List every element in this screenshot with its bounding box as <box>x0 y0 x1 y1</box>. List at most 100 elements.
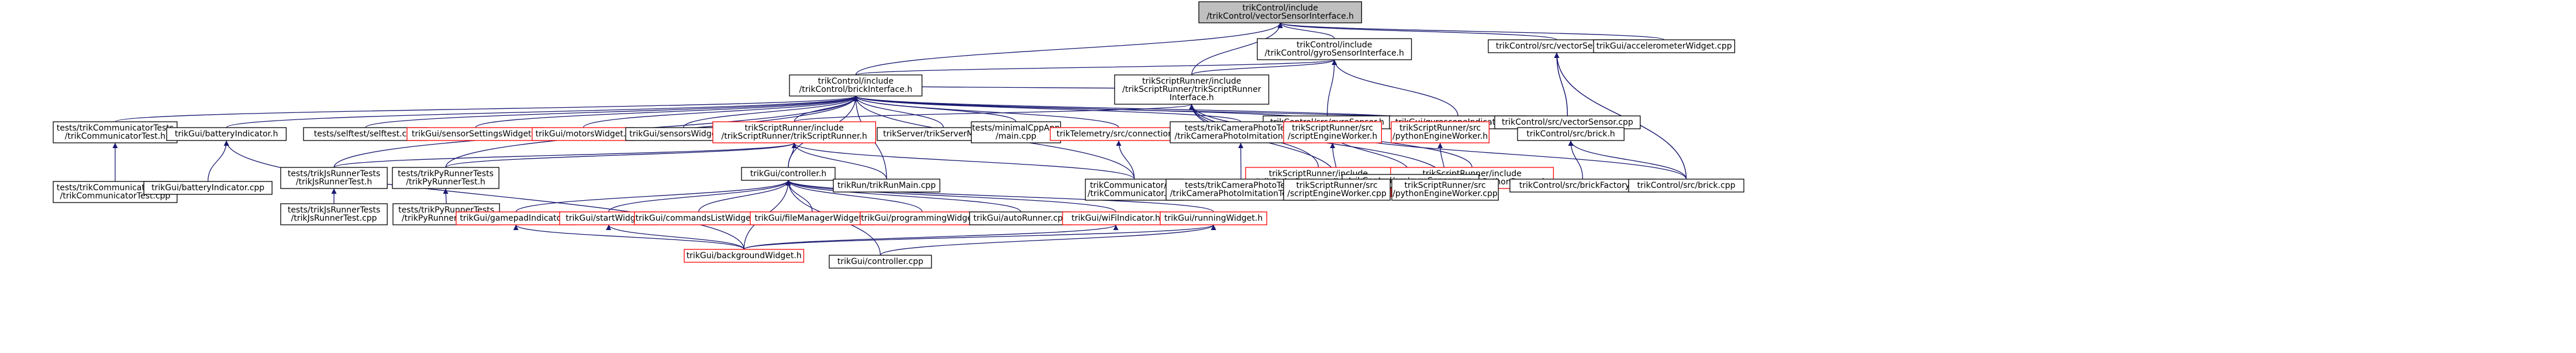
edge-autoRunnerCpp-to-controllerH <box>785 180 1022 213</box>
edge-backgroundWidgetH-to-runningWidgetH <box>743 224 1216 250</box>
node-trikRunMainCpp[interactable]: trikRun/trikRunMain.cpp <box>833 179 940 193</box>
graph-nodes: trikControl/include/trikControl/vectorSe… <box>53 1 1744 269</box>
node-brickCpp[interactable]: trikControl/src/brick.cpp <box>1628 179 1744 193</box>
edge-sensorsWidgetCpp-to-brickIface <box>682 95 858 128</box>
edge-controllerCpp-to-runningWidgetH <box>880 224 1216 256</box>
node-label-line: tests/minimalCppApp <box>972 124 1060 133</box>
edge-trikServerMainCpp-to-brickIface <box>853 95 944 128</box>
node-brickH[interactable]: trikControl/src/brick.h <box>1517 127 1625 141</box>
node-sensorSettingsH[interactable]: trikGui/sensorSettingsWidget.h <box>406 127 544 141</box>
node-brickIface[interactable]: trikControl/include/trikControl/brickInt… <box>789 74 923 97</box>
edge-cameraTestH-to-brickIface <box>853 95 1242 122</box>
edge-gamepadIndH-to-controllerH <box>515 180 791 213</box>
node-brickFactoryCpp[interactable]: trikControl/src/brickFactory.cpp <box>1509 179 1656 193</box>
node-box <box>143 181 273 195</box>
node-box <box>833 179 940 193</box>
node-label-line: trikScriptRunner/src <box>1405 181 1486 190</box>
node-scriptRunnerIface[interactable]: trikScriptRunner/include/trikScriptRunne… <box>1114 74 1270 105</box>
node-label-line: /trikCommunicatorTest.h <box>65 132 165 141</box>
node-label-line: trikScriptRunner/include <box>745 124 844 133</box>
node-gyroIface[interactable]: trikControl/include/trikControl/gyroSens… <box>1257 38 1412 60</box>
node-label-line: trikControl/include <box>818 77 894 86</box>
node-box <box>1517 127 1625 141</box>
node-selftestCpp[interactable]: tests/selftest/selftest.cpp <box>303 127 428 141</box>
node-box <box>1283 179 1391 201</box>
edge-runningWidgetH-to-controllerH <box>785 180 1214 213</box>
node-trikScriptRunnerH[interactable]: trikScriptRunner/include/trikScriptRunne… <box>712 121 877 143</box>
node-label-line: trikScriptRunner/src <box>1296 181 1378 190</box>
node-label-line: /pythonEngineWorker.h <box>1392 132 1488 141</box>
node-runningWidgetH[interactable]: trikGui/runningWidget.h <box>1160 211 1267 225</box>
node-fileManagerH[interactable]: trikGui/fileManagerWidget.h <box>750 211 875 225</box>
node-programmingWidgetH[interactable]: trikGui/programmingWidget.h <box>860 211 985 225</box>
node-label-line: /trikCameraPhotoImitationTest.h <box>1175 132 1307 141</box>
node-accelWidgetCpp[interactable]: trikGui/accelerometerWidget.cpp <box>1593 39 1736 53</box>
node-label-line: tests/trikCameraPhotoTests <box>1185 181 1297 190</box>
edge-controllerH-to-trikScriptRunnerH <box>788 142 797 168</box>
node-commTestsH[interactable]: tests/trikCommunicatorTests/trikCommunic… <box>53 121 178 143</box>
node-label-line: /trikControl/vectorSensorInterface.h <box>1206 12 1354 21</box>
node-label-line: trikGui/commandsListWidget.h <box>636 214 762 223</box>
edge-brickCpp-to-brickH <box>1568 140 1687 180</box>
edge-brickIface-to-gyroIface <box>855 59 1337 76</box>
node-label-line: /trikScriptRunner/trikScriptRunner.h <box>722 132 867 141</box>
node-controllerCpp[interactable]: trikGui/controller.cpp <box>829 255 932 269</box>
node-minimalAppMainCpp[interactable]: tests/minimalCppApp/main.cpp <box>971 121 1061 143</box>
node-label-line: /trikCommunicator.cpp <box>1088 189 1181 198</box>
node-autoRunnerCpp[interactable]: trikGui/autoRunner.cpp <box>969 211 1073 225</box>
node-pyRunnerTestsH[interactable]: tests/trikPyRunnerTests/trikPyRunnerTest… <box>392 167 499 189</box>
node-backgroundWidgetH[interactable]: trikGui/backgroundWidget.h <box>684 249 805 263</box>
node-label-line: /scriptEngineWorker.h <box>1288 132 1377 141</box>
node-gamepadIndH[interactable]: trikGui/gamepadIndicator.h <box>456 211 577 225</box>
edge-wiFiIndH-to-controllerH <box>785 180 1116 213</box>
node-wiFiIndH[interactable]: trikGui/wiFiIndicator.h <box>1062 211 1170 225</box>
node-label-line: /scriptEngineWorker.cpp <box>1287 189 1387 198</box>
node-vectorSensorCpp[interactable]: trikControl/src/vectorSensor.cpp <box>1494 115 1641 129</box>
node-label-line: /trikCommunicatorTest.cpp <box>60 191 171 201</box>
node-root[interactable]: trikControl/include/trikControl/vectorSe… <box>1198 1 1363 23</box>
edge-communicatorCpp-to-trikScriptRunnerH <box>791 142 1135 180</box>
node-pythonEngineWorkerH[interactable]: trikScriptRunner/src/pythonEngineWorker.… <box>1391 121 1490 143</box>
node-label-line: trikGui/sensorsWidget.cpp <box>629 129 737 139</box>
edge-backgroundWidgetH-to-startWidgetH <box>606 224 744 250</box>
node-commandsListH[interactable]: trikGui/commandsListWidget.h <box>634 211 763 225</box>
node-motorsWidgetH[interactable]: trikGui/motorsWidget.h <box>532 127 635 141</box>
node-telemetryConnH[interactable]: trikTelemetry/src/connection.h <box>1050 127 1188 141</box>
node-controllerH[interactable]: trikGui/controller.h <box>741 167 836 181</box>
node-vectorSensorH[interactable]: trikControl/src/vectorSensor.h <box>1488 39 1626 53</box>
node-label-line: /trikControl/gyroSensorInterface.h <box>1265 49 1404 58</box>
edge-commTestsH-to-brickIface <box>115 95 858 122</box>
node-batteryIndH[interactable]: trikGui/batteryIndicator.h <box>166 127 287 141</box>
node-scriptEngineWorkerH[interactable]: trikScriptRunner/src/scriptEngineWorker.… <box>1283 121 1382 143</box>
node-label-line: trikGui/batteryIndicator.h <box>175 129 278 139</box>
node-label-line: /trikControl/brickInterface.h <box>799 85 912 94</box>
node-label-line: /trikCameraPhotoImitationTest.cpp <box>1170 189 1312 198</box>
node-label-line: /pythonEngineWorker.cpp <box>1392 189 1498 198</box>
node-label-line: trikGui/backgroundWidget.h <box>687 251 802 261</box>
node-label-line: tests/trikJsRunnerTests <box>288 169 381 179</box>
node-label-line: trikGui/gamepadIndicator.h <box>460 214 572 223</box>
edge-pyRunnerTestsH-to-trikScriptRunnerH <box>445 142 797 168</box>
edge-brickIface-to-root <box>855 22 1283 76</box>
node-label-line: tests/trikJsRunnerTests <box>288 205 381 215</box>
edge-backgroundWidgetH-to-wiFiIndH <box>743 224 1119 250</box>
node-label-line: trikControl/src/brick.cpp <box>1637 181 1736 190</box>
edge-motorsWidgetH-to-brickIface <box>582 95 858 128</box>
edge-startWidgetH-to-controllerH <box>608 180 791 213</box>
node-jsRunnerTestsH[interactable]: tests/trikJsRunnerTests/trikJsRunnerTest… <box>280 167 388 189</box>
edge-vectorSensorH-to-root <box>1277 22 1557 40</box>
node-jsRunnerTestCpp[interactable]: tests/trikJsRunnerTests/trikJsRunnerTest… <box>280 203 388 225</box>
node-scriptEngineWorkerCpp[interactable]: trikScriptRunner/src/scriptEngineWorker.… <box>1283 179 1391 201</box>
node-label-line: trikGui/wiFiIndicator.h <box>1071 214 1160 223</box>
node-label-line: trikControl/src/brick.h <box>1526 129 1615 139</box>
node-label-line: trikControl/src/vectorSensor.cpp <box>1502 118 1633 127</box>
edge-gyroIndicatorCpp-to-gyroIface <box>1332 59 1458 116</box>
node-label-line: trikScriptRunner/include <box>1142 77 1241 86</box>
node-pythonEngineWorkerCpp[interactable]: trikScriptRunner/src/pythonEngineWorker.… <box>1391 179 1499 201</box>
node-label-line: trikGui/motorsWidget.h <box>536 129 632 139</box>
node-batteryIndCpp[interactable]: trikGui/batteryIndicator.cpp <box>143 181 273 195</box>
node-label-line: trikGui/controller.h <box>750 169 826 179</box>
node-label-line: trikGui/batteryIndicator.cpp <box>151 183 264 193</box>
node-label-line: trikGui/fileManagerWidget.h <box>754 214 870 223</box>
node-label-line: trikControl/src/vectorSensor.h <box>1496 42 1618 51</box>
